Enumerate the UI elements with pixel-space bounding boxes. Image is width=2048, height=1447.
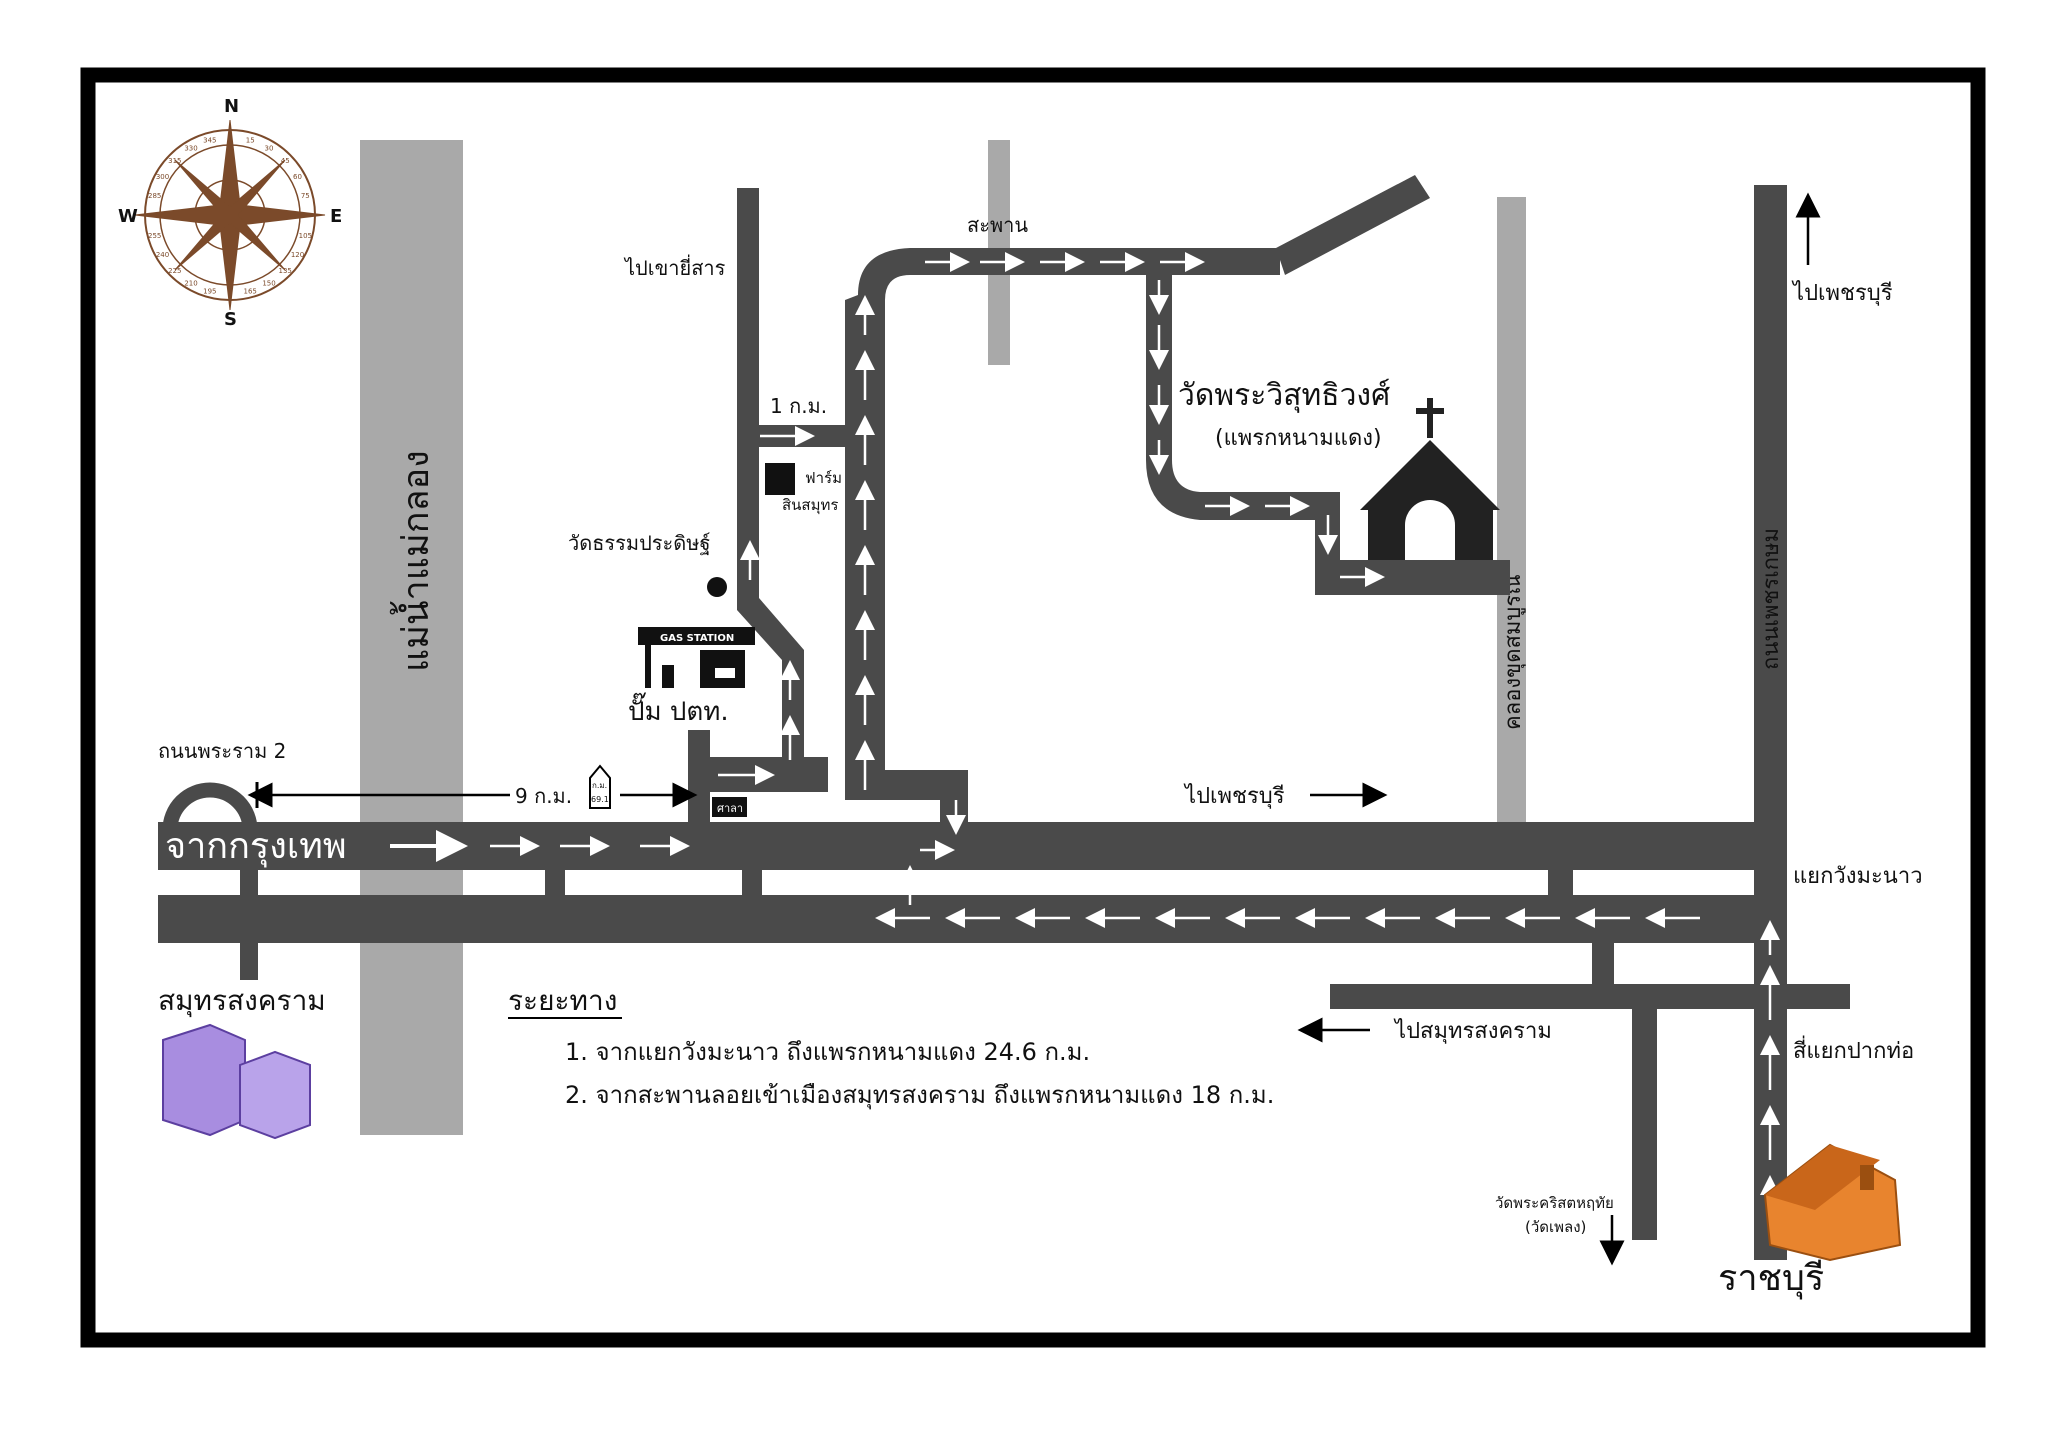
sala-badge <box>712 797 747 817</box>
river-label: แม่น้ำแม่กลอง <box>389 450 437 672</box>
compass-west: W <box>118 206 138 227</box>
compass-degree-225: 225 <box>168 267 181 275</box>
compass-degree-30: 30 <box>265 145 274 153</box>
compass-degree-300: 300 <box>156 173 169 181</box>
compass-north: N <box>224 96 239 117</box>
to-phetchaburi-top-label: ไปเพชรบุรี <box>1791 280 1893 306</box>
compass-degree-105: 105 <box>299 232 312 240</box>
compass-degree-45: 45 <box>281 157 290 165</box>
compass-degree-255: 255 <box>148 232 161 240</box>
maeklong-river <box>360 140 463 1135</box>
distance-1km-label: 1 ก.ม. <box>770 394 827 418</box>
wat-thammaprasit-label: วัดธรรมประดิษฐ์ <box>568 531 710 555</box>
compass-rose-icon <box>134 119 326 311</box>
bridge-label: สะพาน <box>967 213 1028 237</box>
compass-degree-315: 315 <box>168 157 181 165</box>
ptt-pump-label: ปั๊ม ปตท. <box>628 692 729 727</box>
rama2-road-label: ถนนพระราม 2 <box>158 739 286 763</box>
compass-degree-210: 210 <box>184 280 197 288</box>
to-samut-songkhram-label: ไปสมุทรสงคราม <box>1393 1018 1552 1044</box>
canal <box>1497 197 1526 822</box>
km-post-number: 69.1 <box>591 795 609 804</box>
house-icon <box>1763 1143 1902 1262</box>
wat-sacred-heart-label-1: วัดพระคริสตหฤทัย <box>1495 1194 1614 1212</box>
compass-degree-240: 240 <box>156 251 169 259</box>
compass-degree-345: 345 <box>203 137 216 145</box>
compass-degree-75: 75 <box>301 192 310 200</box>
canal-label: คลองขุดสมบูรณ์ <box>1501 574 1526 730</box>
wat-sacred-heart-label-2: (วัดเพลง) <box>1525 1218 1586 1236</box>
farm-label-1: ฟาร์ม <box>805 469 842 487</box>
farm-icon <box>765 463 795 495</box>
compass-degree-135: 135 <box>279 267 292 275</box>
farm-label-2: สินสมุทร <box>782 496 838 515</box>
city-buildings-icon <box>162 1023 311 1140</box>
compass-degree-285: 285 <box>148 192 161 200</box>
compass-degree-165: 165 <box>244 287 257 295</box>
gas-station-sign: GAS STATION <box>660 633 734 644</box>
rama2-loop <box>162 782 258 831</box>
direction-arrows <box>490 252 1780 1230</box>
compass-degree-330: 330 <box>184 145 197 153</box>
compass-degree-195: 195 <box>203 287 216 295</box>
distance-9km-label: 9 ก.ม. <box>515 784 572 808</box>
compass-degree-15: 15 <box>246 137 255 145</box>
distance-info-line-2: 2. จากสะพานลอยเข้าเมืองสมุทรสงคราม ถึงแพ… <box>565 1081 1274 1110</box>
pak-tho-label: สี่แยกปากท่อ <box>1793 1035 1914 1064</box>
church-subtitle: (แพรกหนามแดง) <box>1215 426 1382 451</box>
sala-label: ศาลา <box>717 802 743 815</box>
compass-degree-150: 150 <box>262 280 275 288</box>
ratchaburi-label: ราชบุรี <box>1718 1258 1824 1300</box>
compass-east: E <box>330 206 342 227</box>
to-khao-yi-san-label: ไปเขายี่สาร <box>623 254 726 280</box>
phetkasem-road-label: ถนนเพชรเกษม <box>1759 528 1784 670</box>
compass-degree-60: 60 <box>293 173 302 181</box>
to-phetchaburi-mid-label: ไปเพชรบุรี <box>1183 783 1285 809</box>
gas-station-icon <box>638 627 755 688</box>
km-post-text: ก.ม. <box>592 781 607 790</box>
wang-manao-junction-label: แยกวังมะนาว <box>1793 864 1923 889</box>
km-post-icon <box>589 764 611 809</box>
samut-songkhram-label: สมุทรสงคราม <box>158 984 326 1018</box>
wat-thammaprasit-marker <box>707 577 727 597</box>
compass-south: S <box>224 309 237 330</box>
church-name: วัดพระวิสุทธิวงศ์ <box>1178 378 1390 414</box>
from-bangkok-label: จากกรุงเทพ <box>165 826 347 868</box>
distance-info-line-1: 1. จากแยกวังมะนาว ถึงแพรกหนามแดง 24.6 ก.… <box>565 1038 1090 1066</box>
distance-info-title: ระยะทาง <box>508 984 617 1017</box>
church-icon <box>1360 398 1500 560</box>
compass-degree-120: 120 <box>291 251 304 259</box>
